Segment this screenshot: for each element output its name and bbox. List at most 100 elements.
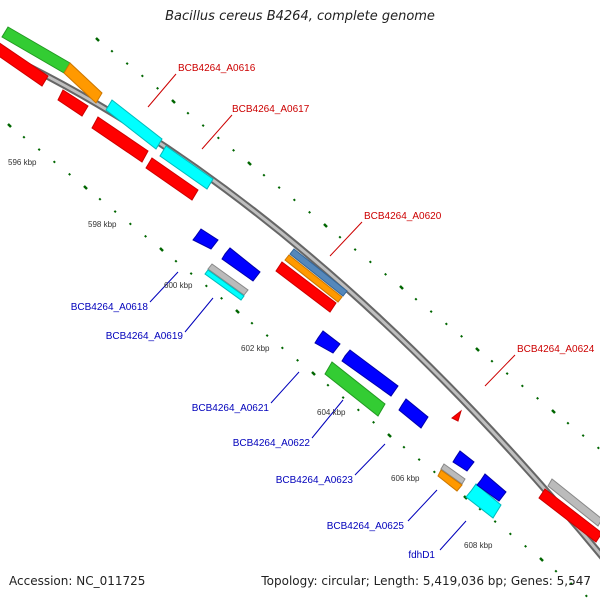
reverse-strand-features xyxy=(192,228,507,519)
gene-label[interactable]: BCB4264_A0622 xyxy=(233,438,311,449)
gene-label[interactable]: BCB4264_A0625 xyxy=(327,521,405,532)
gene-label[interactable]: BCB4264_A0619 xyxy=(106,331,184,342)
tick-mark xyxy=(308,210,312,214)
tick-mark xyxy=(596,446,600,450)
tick-mark xyxy=(478,507,482,511)
tick-mark xyxy=(95,37,100,42)
gene-feature[interactable] xyxy=(0,40,49,87)
gene-label[interactable]: BCB4264_A0617 xyxy=(232,104,310,115)
gene-feature[interactable] xyxy=(547,478,600,527)
gene-feature[interactable] xyxy=(437,469,463,492)
gene-feature[interactable] xyxy=(465,483,502,519)
gene-feature[interactable] xyxy=(314,330,341,354)
label-callouts xyxy=(147,73,516,551)
gene-label[interactable]: fdhD1 xyxy=(408,550,435,561)
tick-mark xyxy=(7,123,12,128)
gene-feature[interactable] xyxy=(145,157,199,201)
tick-mark xyxy=(296,358,300,362)
gene-feature[interactable] xyxy=(1,26,71,74)
tick-mark xyxy=(566,421,570,425)
tick-mark xyxy=(414,297,418,301)
gene-feature[interactable] xyxy=(91,116,149,163)
tick-mark xyxy=(186,111,190,115)
tick-mark xyxy=(356,408,360,412)
tick-mark xyxy=(68,172,72,176)
gene-feature[interactable] xyxy=(284,254,343,303)
gene-feature[interactable] xyxy=(440,463,466,485)
gene-feature[interactable] xyxy=(476,473,507,502)
gene-label[interactable]: BCB4264_A0624 xyxy=(517,344,595,355)
gene-feature[interactable] xyxy=(398,398,429,429)
gene-feature[interactable] xyxy=(192,228,219,250)
tick-mark xyxy=(277,186,281,190)
gene-label[interactable]: BCB4264_A0620 xyxy=(364,211,442,222)
tick-mark xyxy=(22,135,26,139)
gene-labels: BCB4264_A0616 BCB4264_A0617 BCB4264_A062… xyxy=(71,63,595,561)
tick-mark xyxy=(98,197,102,201)
tick-mark xyxy=(338,235,342,239)
gene-feature[interactable] xyxy=(57,89,89,117)
tick-label: 596 kbp xyxy=(8,158,37,167)
gene-feature[interactable] xyxy=(105,99,163,150)
tick-mark xyxy=(551,409,556,414)
genome-summary-text: Topology: circular; Length: 5,419,036 bp… xyxy=(261,574,591,588)
tick-mark xyxy=(493,520,497,524)
gene-feature[interactable] xyxy=(289,248,348,297)
tick-mark xyxy=(490,359,494,363)
gene-label[interactable]: BCB4264_A0618 xyxy=(71,302,149,313)
tick-mark xyxy=(460,334,464,338)
gene-feature[interactable] xyxy=(159,145,214,190)
tick-mark xyxy=(387,433,392,438)
gene-feature[interactable] xyxy=(221,247,261,282)
tick-mark xyxy=(262,173,266,177)
tick-mark xyxy=(232,148,236,152)
tick-label: 604 kbp xyxy=(317,408,346,417)
tick-label: 602 kbp xyxy=(241,344,270,353)
tick-mark xyxy=(235,309,240,314)
gene-label[interactable]: BCB4264_A0616 xyxy=(178,63,256,74)
tick-mark xyxy=(201,124,205,128)
gene-label[interactable]: BCB4264_A0621 xyxy=(192,403,270,414)
tick-mark xyxy=(189,272,193,276)
tick-mark xyxy=(399,285,404,290)
gene-label[interactable]: BCB4264_A0623 xyxy=(276,475,354,486)
gene-feature[interactable] xyxy=(538,488,600,543)
tick-mark xyxy=(125,62,129,66)
tick-mark xyxy=(463,495,468,500)
tick-mark xyxy=(52,160,56,164)
tick-mark xyxy=(368,260,372,264)
gene-feature[interactable] xyxy=(207,263,249,296)
tick-mark xyxy=(144,234,148,238)
tick-mark xyxy=(247,161,252,166)
gene-feature[interactable] xyxy=(63,62,103,104)
tick-mark xyxy=(581,434,585,438)
map-title: Bacillus cereus B4264, complete genome xyxy=(165,9,435,24)
tick-mark xyxy=(429,310,433,314)
gene-feature[interactable] xyxy=(275,261,337,313)
tick-mark xyxy=(323,223,328,228)
gene-feature[interactable] xyxy=(452,450,475,472)
gene-feature[interactable] xyxy=(341,349,399,397)
gene-feature[interactable] xyxy=(451,409,462,422)
tick-mark xyxy=(280,346,284,350)
tick-mark xyxy=(384,272,388,276)
tick-mark xyxy=(140,74,144,78)
tick-mark xyxy=(326,383,330,387)
tick-label: 598 kbp xyxy=(88,220,117,229)
tick-mark xyxy=(520,384,524,388)
tick-mark xyxy=(341,396,345,400)
tick-mark xyxy=(37,148,41,152)
tick-mark xyxy=(171,99,176,104)
tick-mark xyxy=(372,420,376,424)
tick-label: 608 kbp xyxy=(464,541,493,550)
tick-mark xyxy=(113,210,117,214)
tick-mark xyxy=(475,347,480,352)
tick-mark xyxy=(539,557,544,562)
tick-mark xyxy=(524,544,528,548)
tick-mark xyxy=(204,284,208,288)
tick-dot-tracks xyxy=(7,37,600,598)
tick-mark xyxy=(444,322,448,326)
gene-feature[interactable] xyxy=(324,361,386,417)
gene-feature[interactable] xyxy=(204,269,245,301)
